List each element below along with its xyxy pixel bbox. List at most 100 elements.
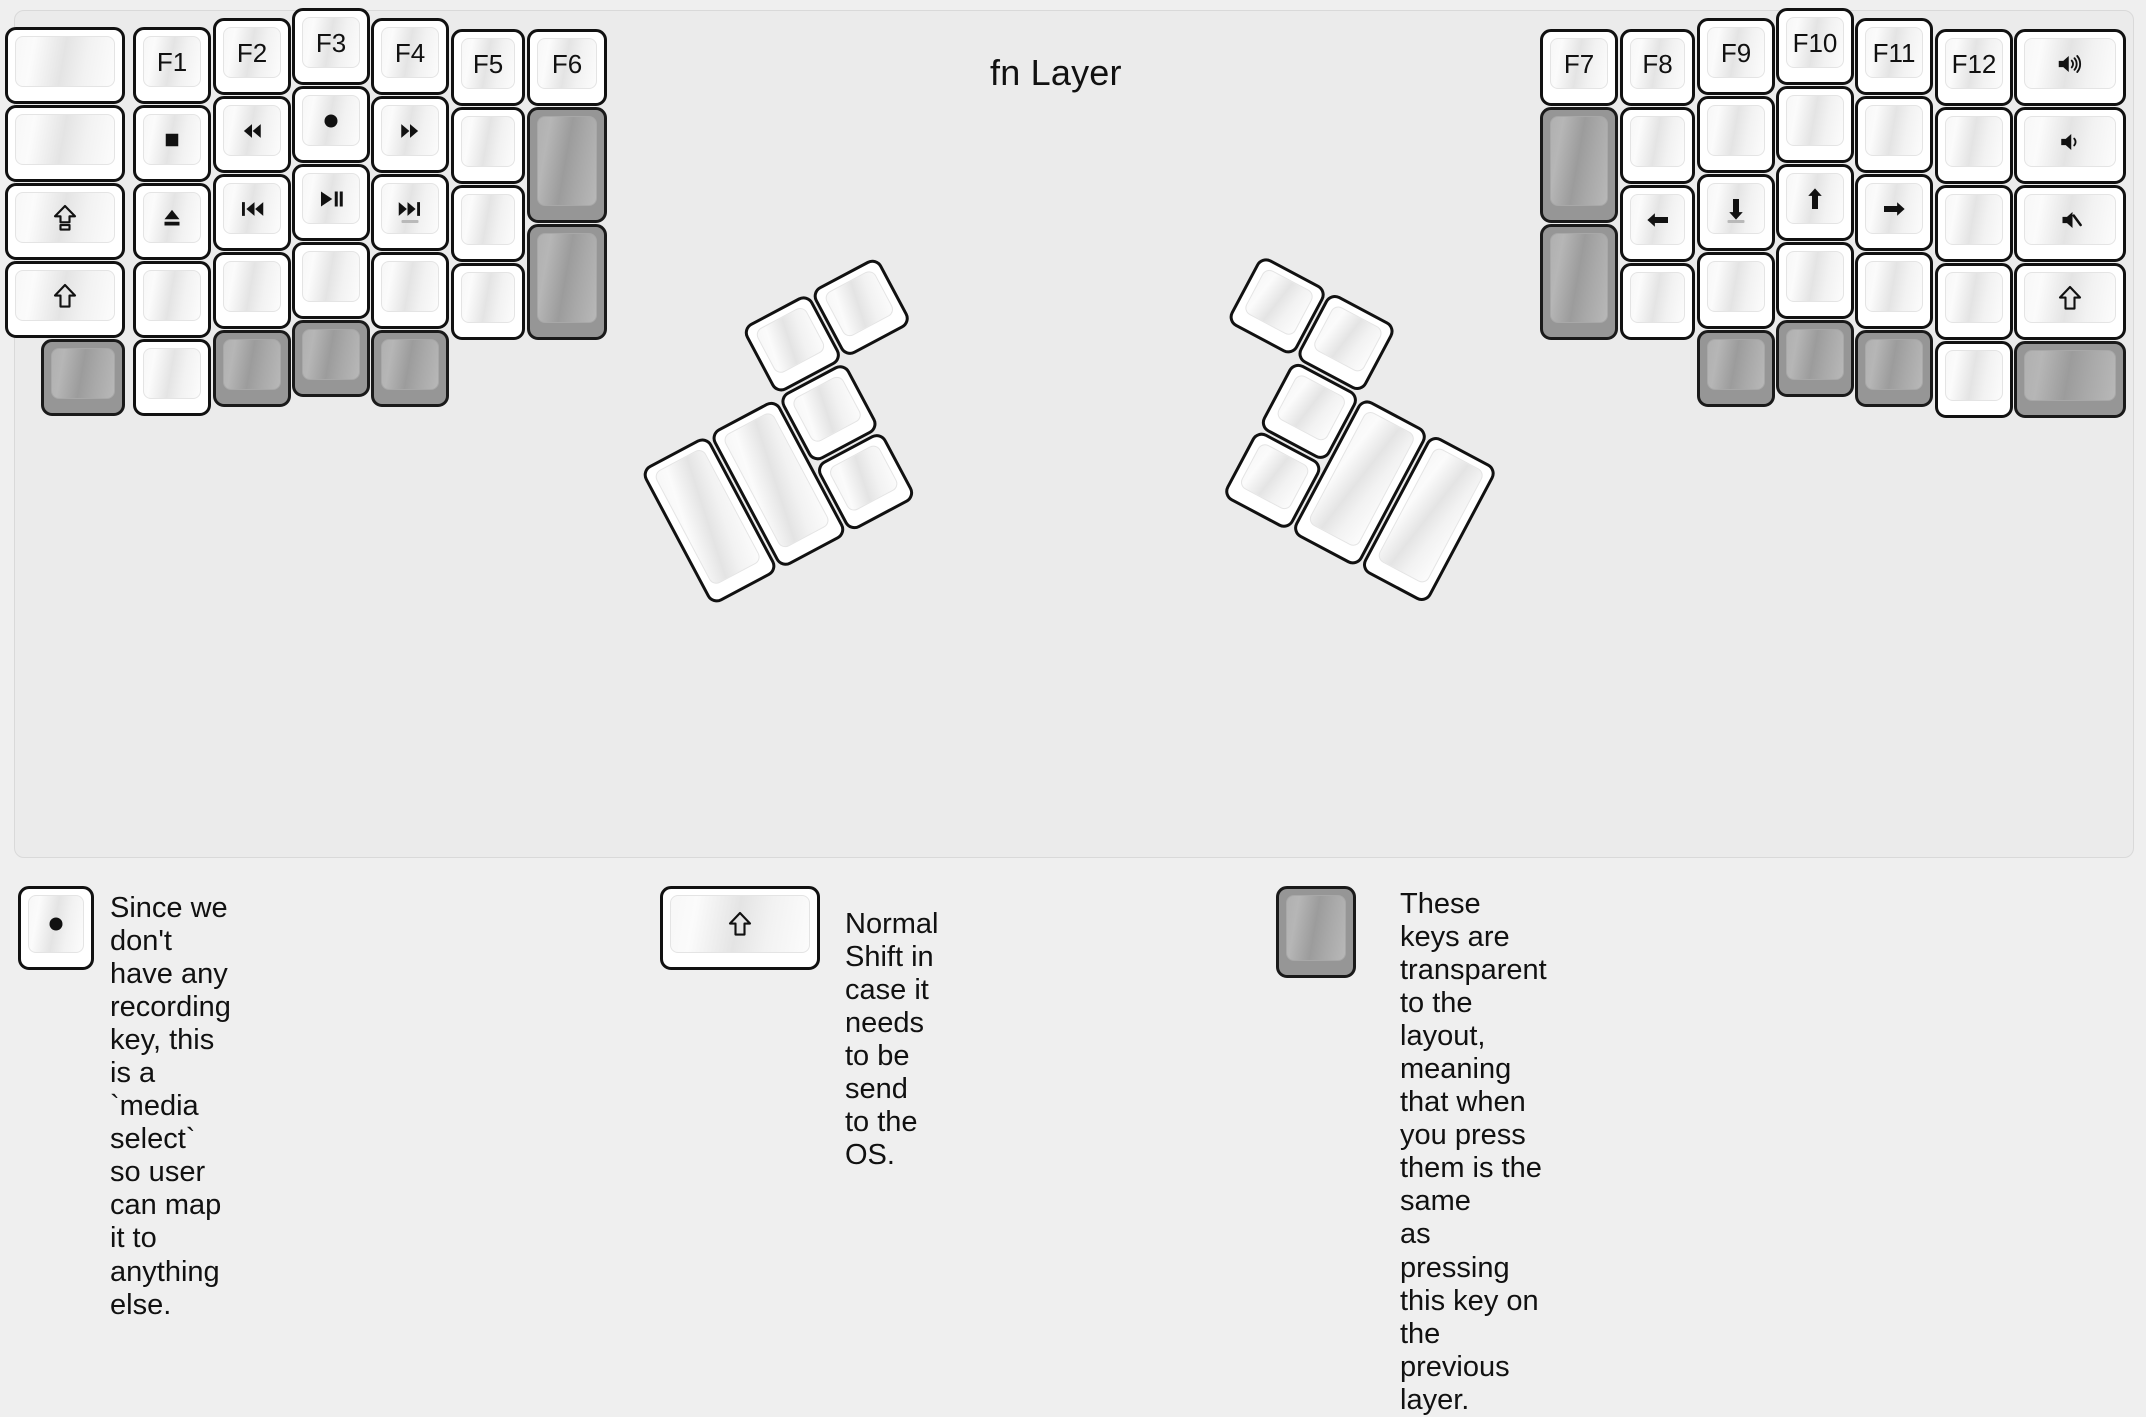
f6[interactable]: F6 [527, 29, 607, 106]
keycap [133, 105, 211, 182]
f5[interactable]: F5 [451, 29, 525, 106]
transparent-4[interactable] [527, 107, 607, 223]
transparent-bottom[interactable] [41, 339, 125, 416]
blank-4[interactable] [133, 339, 211, 416]
keycap-face [1707, 105, 1765, 156]
keycap: F6 [527, 29, 607, 106]
keycap-face [537, 116, 597, 206]
volume-down[interactable] [2014, 107, 2126, 184]
transparent-5[interactable] [527, 224, 607, 340]
arrow-up[interactable] [1776, 164, 1854, 241]
media-record[interactable] [292, 86, 370, 163]
keycap-face [28, 895, 84, 953]
f8[interactable]: F8 [1620, 29, 1695, 106]
f4[interactable]: F4 [371, 18, 449, 95]
f10[interactable]: F10 [1776, 8, 1854, 85]
blank-6[interactable] [292, 242, 370, 319]
f7[interactable]: F7 [1540, 29, 1618, 106]
transparent-8[interactable] [1697, 330, 1775, 407]
f2[interactable]: F2 [213, 18, 291, 95]
blank-12[interactable] [1620, 263, 1695, 340]
blank-19[interactable] [1935, 107, 2013, 184]
blank-7[interactable] [371, 252, 449, 329]
transparent-11[interactable] [2014, 341, 2126, 418]
media-rewind[interactable] [213, 96, 291, 173]
shift-right[interactable] [2014, 263, 2126, 340]
keycap-face: F2 [223, 27, 281, 78]
volume-mute[interactable] [2014, 185, 2126, 262]
keycap [292, 242, 370, 319]
legend-transparent-key[interactable] [1276, 886, 1356, 978]
blank-21[interactable] [1935, 263, 2013, 340]
blank-8[interactable] [451, 107, 525, 184]
volume-up[interactable] [2014, 29, 2126, 106]
keycap-face [143, 114, 201, 165]
keycap-face [381, 183, 439, 234]
f11[interactable]: F11 [1855, 18, 1933, 95]
keycap-face [1945, 350, 2003, 401]
blank-15[interactable] [1776, 86, 1854, 163]
keycap-face [2024, 116, 2116, 167]
blank-17[interactable] [1855, 96, 1933, 173]
f12[interactable]: F12 [1935, 29, 2013, 106]
legend-shift-key[interactable] [660, 886, 820, 970]
media-fast-forward[interactable] [371, 96, 449, 173]
key-label: F9 [1720, 37, 1752, 68]
blank-9[interactable] [451, 185, 525, 262]
left-thumb-cluster [639, 255, 917, 607]
previous-track-icon [237, 194, 267, 224]
transparent-6[interactable] [1540, 107, 1618, 223]
blank-18[interactable] [1855, 252, 1933, 329]
keycap-face [1630, 272, 1685, 323]
transparent-2[interactable] [292, 320, 370, 397]
keycap [292, 86, 370, 163]
f9[interactable]: F9 [1697, 18, 1775, 95]
keycap-face: F6 [537, 38, 597, 89]
keycap [1540, 107, 1618, 223]
keycap [371, 174, 449, 251]
key-label: F6 [551, 48, 583, 79]
media-play-pause[interactable] [292, 164, 370, 241]
blank-10[interactable] [451, 263, 525, 340]
blank-11[interactable] [1620, 107, 1695, 184]
media-next[interactable] [371, 174, 449, 251]
f1[interactable]: F1 [133, 27, 211, 104]
keycap-face: F8 [1630, 38, 1685, 89]
media-eject[interactable] [133, 183, 211, 260]
f3[interactable]: F3 [292, 8, 370, 85]
transparent-3[interactable] [371, 330, 449, 407]
blank-16[interactable] [1776, 242, 1854, 319]
media-stop[interactable] [133, 105, 211, 182]
key-underline [401, 220, 419, 223]
transparent-9[interactable] [1776, 320, 1854, 397]
play-pause-icon [316, 184, 346, 214]
transparent-1[interactable] [213, 330, 291, 407]
transparent-7[interactable] [1540, 224, 1618, 340]
transparent-10[interactable] [1855, 330, 1933, 407]
blank-22[interactable] [1935, 341, 2013, 418]
arrow-down[interactable] [1697, 174, 1775, 251]
keycap-face [223, 261, 281, 312]
keycap-face: F9 [1707, 27, 1765, 78]
blank-2[interactable] [5, 105, 125, 182]
keycap [1855, 252, 1933, 329]
keycap [451, 185, 525, 262]
blank-20[interactable] [1935, 185, 2013, 262]
arrow-right[interactable] [1855, 174, 1933, 251]
caps-lock[interactable] [5, 183, 125, 260]
fast-forward-icon [395, 116, 425, 146]
shift[interactable] [5, 261, 125, 338]
key-label: F1 [156, 46, 188, 77]
keycap-face [1945, 272, 2003, 323]
blank-5[interactable] [213, 252, 291, 329]
legend-record-key[interactable] [18, 886, 94, 970]
blank-13[interactable] [1697, 96, 1775, 173]
arrow-left[interactable] [1620, 185, 1695, 262]
media-previous[interactable] [213, 174, 291, 251]
blank-1[interactable] [5, 27, 125, 104]
blank-14[interactable] [1697, 252, 1775, 329]
keycap-face [1865, 105, 1923, 156]
rewind-icon [237, 116, 267, 146]
blank-3[interactable] [133, 261, 211, 338]
keycap [371, 252, 449, 329]
